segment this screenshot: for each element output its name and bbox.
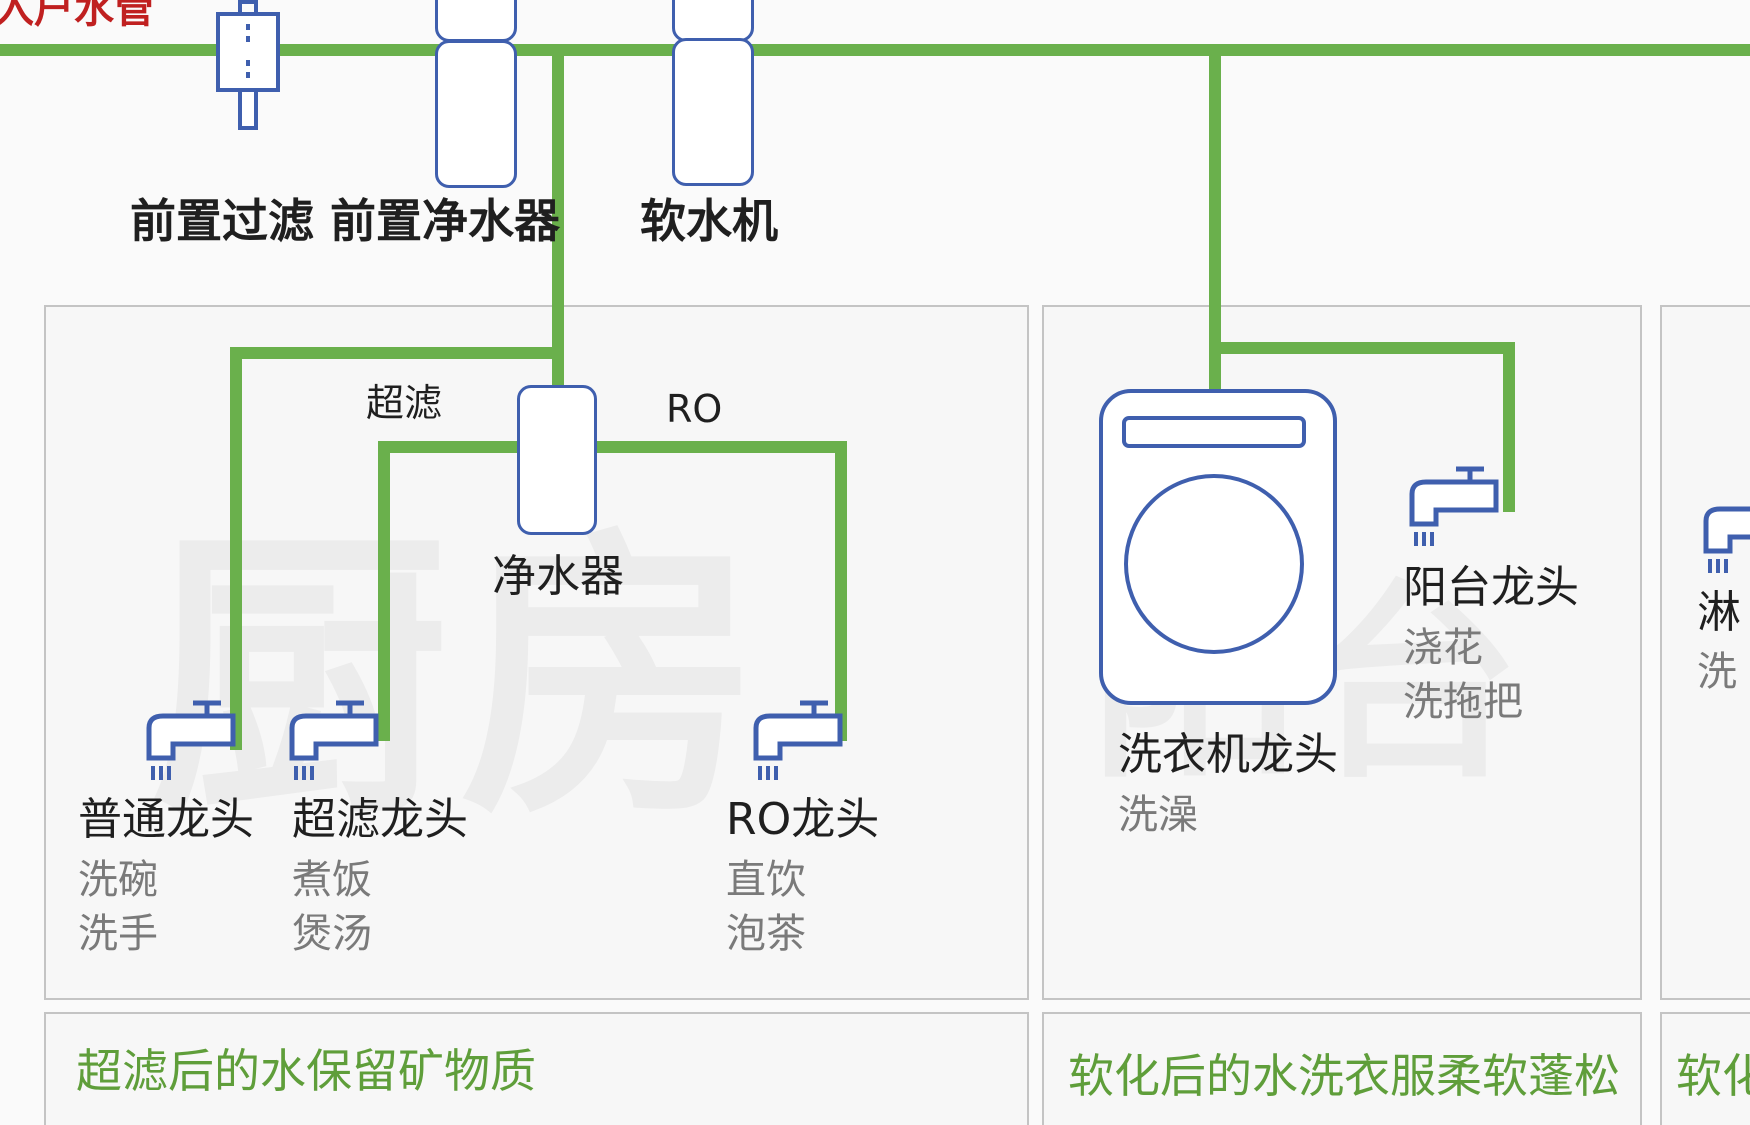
balcony-note-panel (1042, 1012, 1642, 1125)
ro-faucet-use-2: 泡茶 (726, 911, 806, 957)
balcony-faucet-icon (1409, 466, 1499, 546)
ordinary-faucet-label: 普通龙头 (78, 794, 254, 845)
softener-tank (672, 38, 754, 186)
softener-tank-top (672, 0, 754, 42)
uf-branch-label: 超滤 (366, 381, 443, 425)
balcony-faucet-label: 阳台龙头 (1403, 562, 1579, 613)
washer-faucet-label: 洗衣机龙头 (1118, 729, 1338, 780)
pre-filter-icon (216, 0, 280, 130)
balcony-drop-pipe (1503, 342, 1515, 512)
uf-faucet-label: 超滤龙头 (292, 794, 468, 845)
shower-faucet-icon (1703, 506, 1750, 573)
balcony-faucet-use-2: 洗拖把 (1403, 679, 1523, 725)
kitchen-purifier-feed (552, 347, 564, 387)
pre-purifier-tank-top (435, 0, 517, 42)
uf-drop-pipe (378, 441, 390, 741)
uf-faucet-icon (289, 700, 379, 780)
kitchen-purifier-label: 净水器 (492, 551, 624, 602)
uf-branch-pipe (378, 441, 520, 453)
washer-faucet-use-1: 洗澡 (1118, 792, 1198, 838)
pre-filter-label: 前置过滤 (130, 194, 314, 248)
balcony-faucet-use-1: 浇花 (1403, 625, 1483, 671)
uf-faucet-use-1: 煮饭 (292, 857, 372, 903)
balcony-branch-pipe (1209, 342, 1515, 354)
uf-faucet-use-2: 煲汤 (292, 911, 372, 957)
ordinary-faucet-icon (146, 700, 236, 780)
ro-faucet-label: RO龙头 (726, 794, 880, 845)
balcony-note: 软化后的水洗衣服柔软蓬松 (1068, 1049, 1620, 1103)
kitchen-ordinary-branch (230, 347, 564, 359)
ordinary-faucet-use-1: 洗碗 (78, 857, 158, 903)
ro-faucet-icon (753, 700, 843, 780)
ordinary-faucet-use-2: 洗手 (78, 911, 158, 957)
shower-faucet-use: 洗 (1697, 649, 1737, 695)
ro-branch-label: RO (666, 387, 723, 431)
kitchen-watermark: 厨房 (150, 505, 770, 854)
kitchen-ordinary-drop (230, 347, 242, 750)
inlet-label: 入户水管 (0, 0, 154, 32)
kitchen-purifier (517, 385, 597, 535)
bathroom-note: 软化 (1676, 1049, 1750, 1103)
pre-purifier-label: 前置净水器 (330, 194, 560, 248)
washing-machine-icon (1099, 389, 1337, 705)
pre-purifier-tank (435, 40, 517, 188)
ro-branch-pipe (595, 441, 847, 453)
ro-drop-pipe (835, 441, 847, 741)
kitchen-note: 超滤后的水保留矿物质 (76, 1044, 536, 1098)
ro-faucet-use-1: 直饮 (726, 857, 806, 903)
balcony-trunk-pipe (1209, 50, 1221, 395)
shower-faucet-label: 淋 (1697, 587, 1741, 638)
bathroom-note-panel (1660, 1012, 1750, 1125)
kitchen-note-panel (44, 1012, 1029, 1125)
softener-label: 软水机 (640, 194, 778, 248)
kitchen-trunk-pipe (552, 50, 564, 350)
bathroom-panel (1660, 305, 1750, 1000)
